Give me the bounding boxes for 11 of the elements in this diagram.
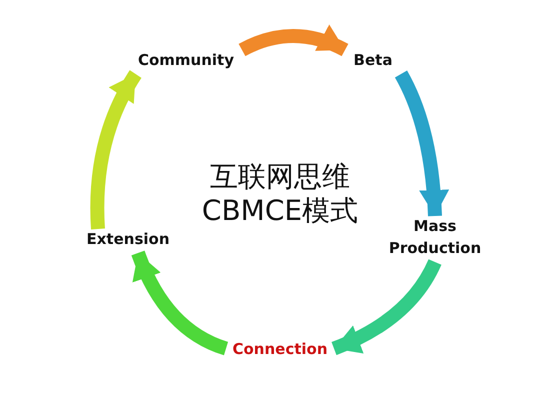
stage-label: Extension (86, 229, 170, 250)
stage-label: Connection (231, 339, 329, 360)
curved-arrow (331, 258, 442, 356)
curved-arrow (394, 70, 449, 216)
curved-arrow (90, 70, 142, 230)
title: 互联网思维 CBMCE模式 (200, 160, 360, 228)
curved-arrow (238, 25, 348, 56)
stage-label: Beta (352, 50, 394, 71)
curved-arrow (131, 250, 228, 356)
stage-label: Mass Production (388, 216, 482, 259)
stage-label: Community (136, 50, 236, 71)
